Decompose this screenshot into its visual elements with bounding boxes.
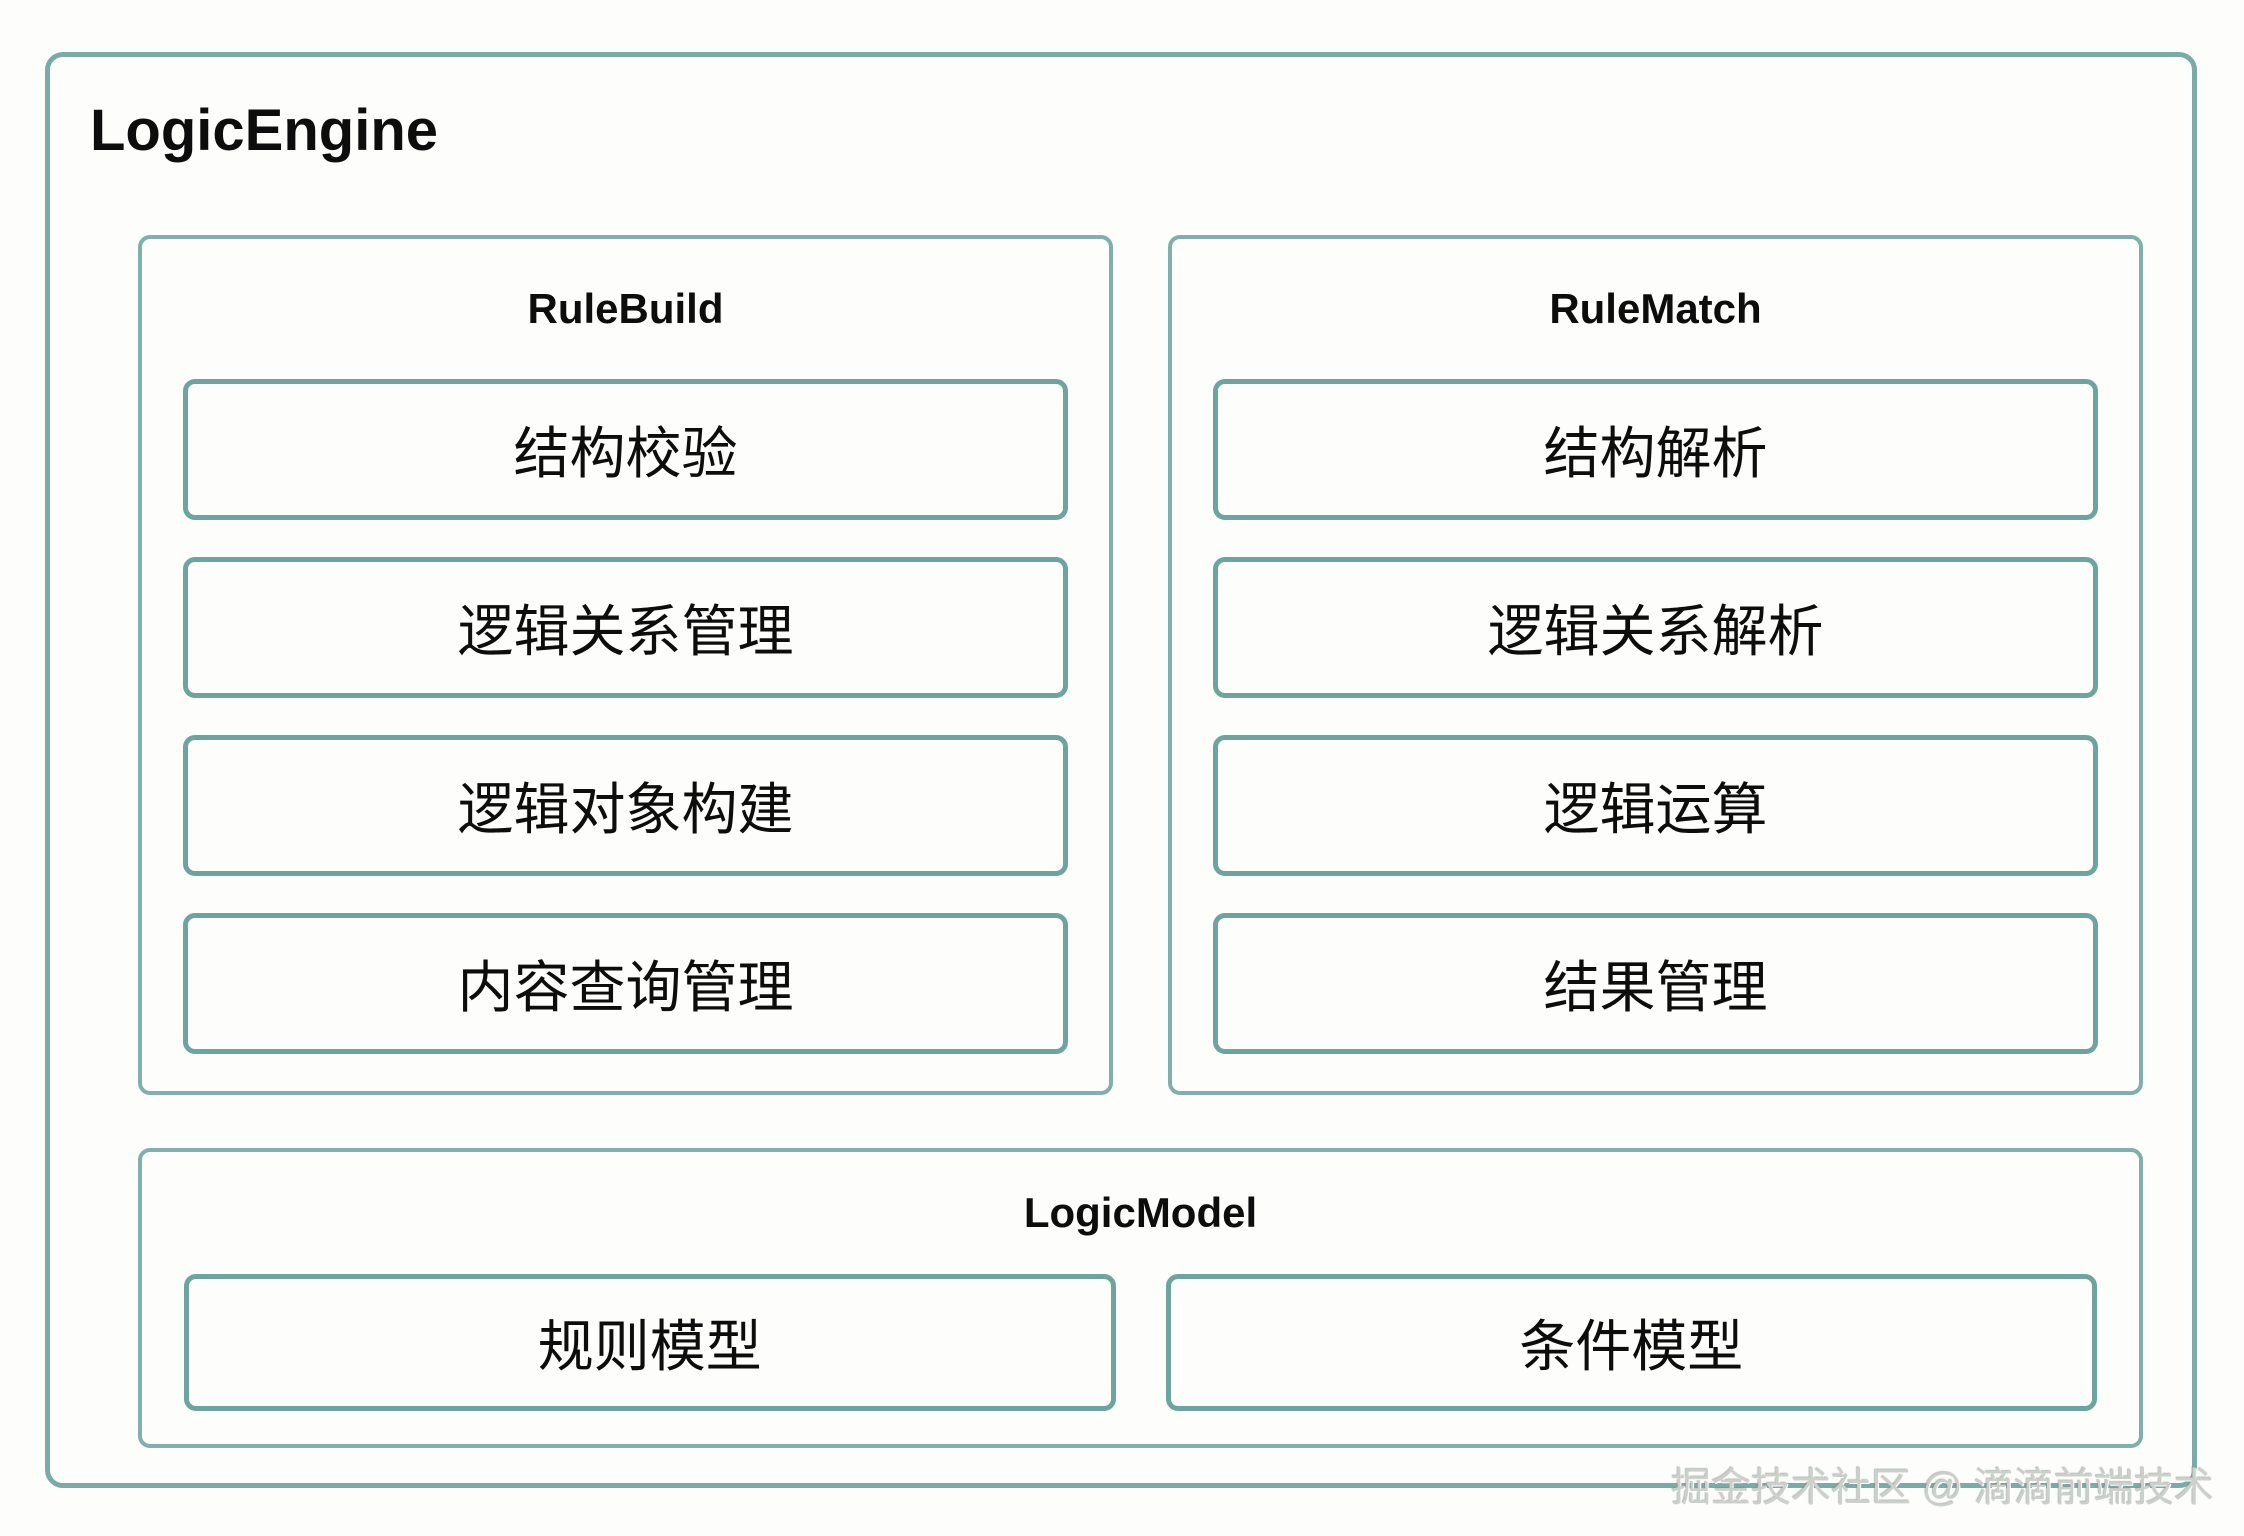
panel-rulebuild-title: RuleBuild — [527, 285, 724, 332]
item-logic-relation-management: 逻辑关系管理 — [183, 557, 1068, 698]
item-result-management: 结果管理 — [1213, 913, 2098, 1054]
item-logic-operation: 逻辑运算 — [1213, 735, 2098, 876]
logicengine-container: LogicEngine RuleBuild 结构校验 逻辑关系管理 逻辑对象构建… — [45, 52, 2197, 1488]
item-content-query-management: 内容查询管理 — [183, 913, 1068, 1054]
diagram-title: LogicEngine — [90, 98, 438, 163]
panel-logicmodel: LogicModel 规则模型 条件模型 — [138, 1148, 2143, 1448]
item-logic-object-build: 逻辑对象构建 — [183, 735, 1068, 876]
item-structure-validation: 结构校验 — [183, 379, 1068, 520]
panel-logicmodel-items: 规则模型 条件模型 — [142, 1274, 2139, 1411]
panel-rulematch-items: 结构解析 逻辑关系解析 逻辑运算 结果管理 — [1172, 379, 2139, 1054]
item-logic-relation-parse: 逻辑关系解析 — [1213, 557, 2098, 698]
panel-rulematch: RuleMatch 结构解析 逻辑关系解析 逻辑运算 结果管理 — [1168, 235, 2143, 1095]
item-rule-model: 规则模型 — [184, 1274, 1116, 1411]
watermark-text: 掘金技术社区 @ 滴滴前端技术 — [1671, 1466, 2214, 1510]
panel-logicmodel-title: LogicModel — [1023, 1189, 1258, 1236]
panel-rulebuild-items: 结构校验 逻辑关系管理 逻辑对象构建 内容查询管理 — [142, 379, 1109, 1054]
item-condition-model: 条件模型 — [1165, 1274, 2097, 1411]
panel-rulebuild: RuleBuild 结构校验 逻辑关系管理 逻辑对象构建 内容查询管理 — [138, 235, 1113, 1095]
item-structure-parse: 结构解析 — [1213, 379, 2098, 520]
panel-rulematch-title: RuleMatch — [1549, 285, 1762, 332]
